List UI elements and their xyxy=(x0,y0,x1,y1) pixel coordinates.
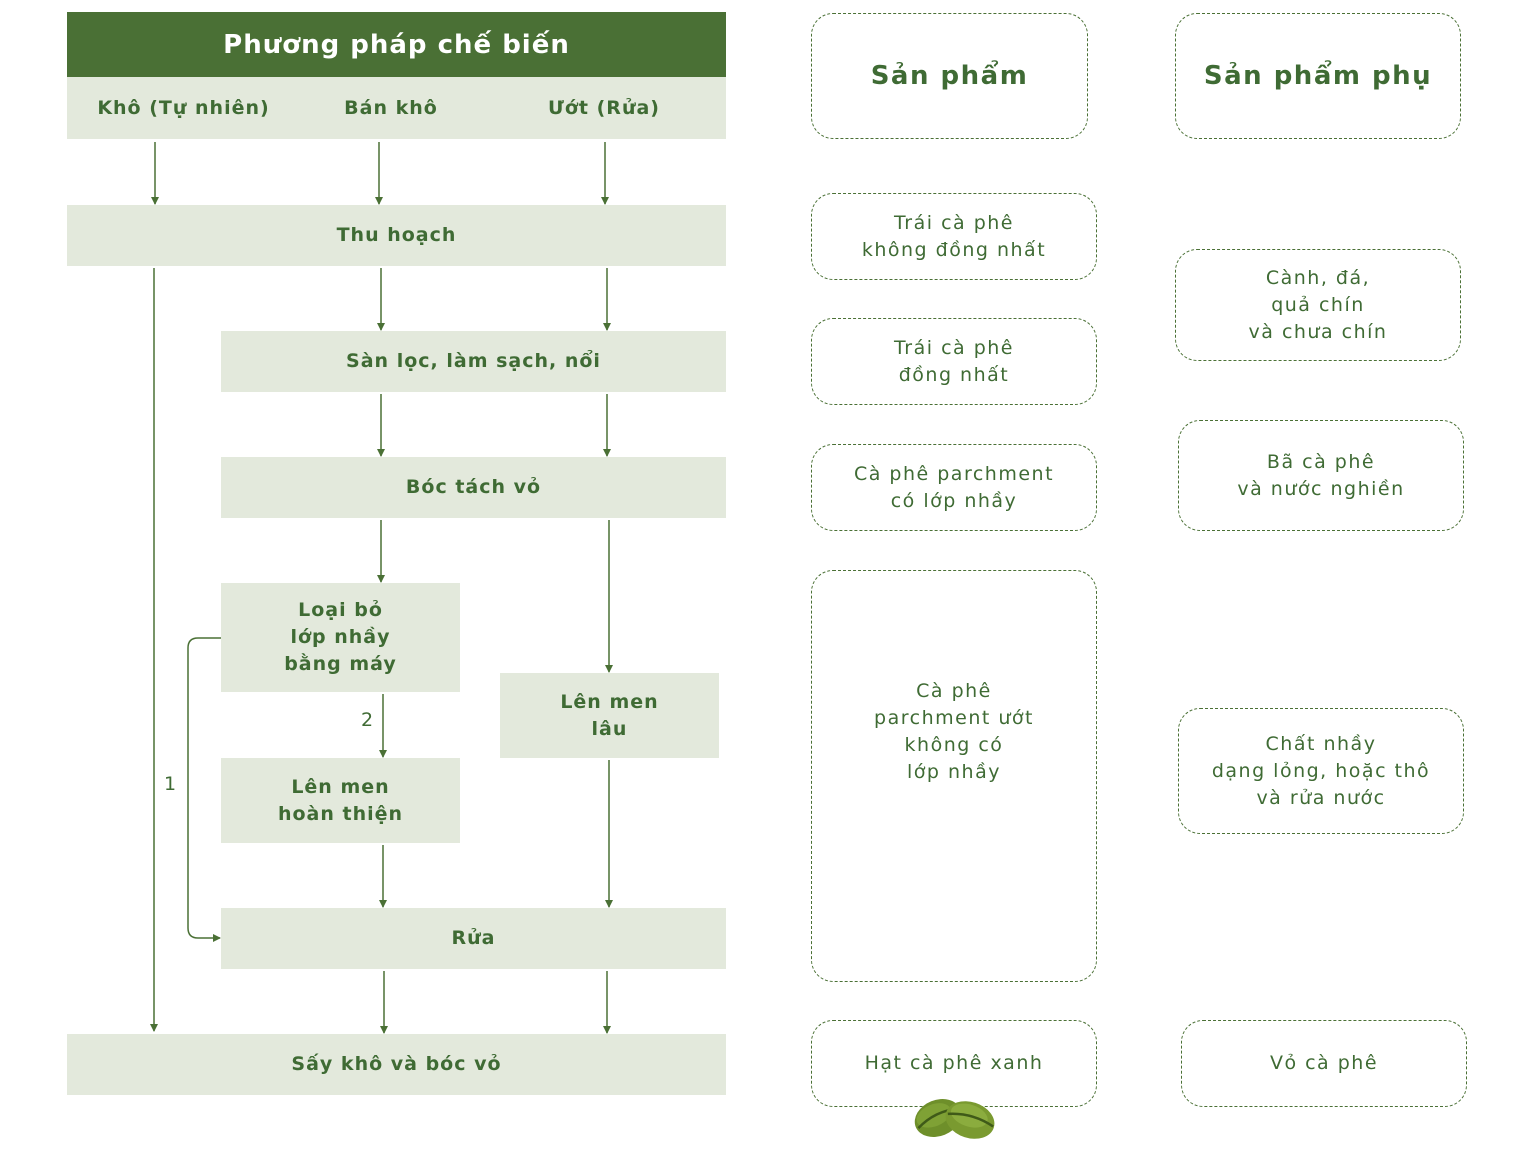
arrow-mucilage-to-washing-path1 xyxy=(187,637,221,942)
coffee-beans-icon xyxy=(914,1099,995,1139)
step-long-fermentation: Lên men lâu xyxy=(500,673,719,758)
byproduct-mucilage: Chất nhầy dạng lỏng, hoặc thô và rửa nướ… xyxy=(1178,708,1464,834)
path-label-2: 2 xyxy=(361,709,374,731)
step-washing: Rửa xyxy=(221,908,726,969)
step-sorting: Sàn lọc, làm sạch, nổi xyxy=(221,331,726,392)
product-wet-parchment: Cà phê parchment ướt không có lớp nhầy xyxy=(811,570,1097,982)
step-complete-fermentation: Lên men hoàn thiện xyxy=(221,758,460,843)
method-wet: Ướt (Rửa) xyxy=(548,97,660,119)
products-header: Sản phẩm xyxy=(811,13,1088,139)
byproduct-husk: Vỏ cà phê xyxy=(1181,1020,1467,1107)
product-sorted-cherries: Trái cà phê đồng nhất xyxy=(811,318,1097,405)
method-dry: Khô (Tự nhiên) xyxy=(97,97,270,119)
product-green-beans: Hạt cà phê xanh xyxy=(811,1020,1097,1107)
byproduct-branches-stones: Cành, đá, quả chín và chưa chín xyxy=(1175,249,1461,361)
byproducts-header: Sản phẩm phụ xyxy=(1175,13,1461,139)
step-pulping: Bóc tách vỏ xyxy=(221,457,726,518)
step-mucilage-removal: Loại bỏ lớp nhầy bằng máy xyxy=(221,583,460,692)
diagram-title: Phương pháp chế biến xyxy=(67,12,726,77)
product-unsorted-cherries: Trái cà phê không đồng nhất xyxy=(811,193,1097,280)
step-harvest: Thu hoạch xyxy=(67,205,726,266)
product-parchment-with-mucilage: Cà phê parchment có lớp nhầy xyxy=(811,444,1097,531)
method-semi-dry: Bán khô xyxy=(344,97,438,119)
path-label-1: 1 xyxy=(164,773,177,795)
method-row: Khô (Tự nhiên) Bán khô Ướt (Rửa) xyxy=(67,77,726,139)
step-drying-hulling: Sấy khô và bóc vỏ xyxy=(67,1034,726,1095)
byproduct-pulp-water: Bã cà phê và nước nghiền xyxy=(1178,420,1464,531)
